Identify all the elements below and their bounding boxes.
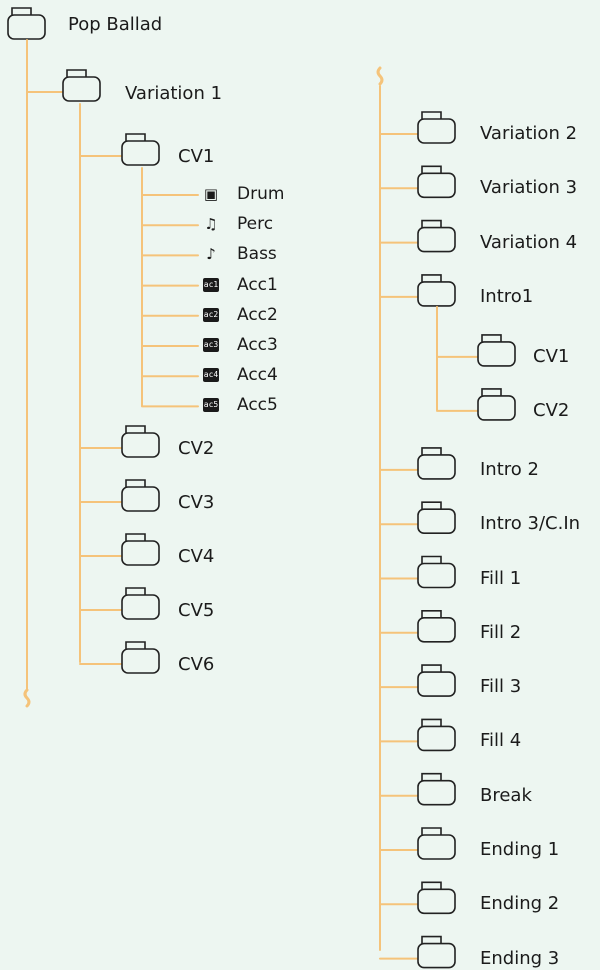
right-item-folder-icon xyxy=(417,718,456,752)
right-item-label: Fill 1 xyxy=(480,567,522,589)
right-item-folder-icon xyxy=(417,772,456,806)
cv5-label: CV5 xyxy=(178,600,215,621)
right-item-label: Intro 2 xyxy=(480,458,539,480)
right-item-label: Variation 3 xyxy=(480,177,578,199)
acc5-icon: ac5 xyxy=(203,397,219,413)
track-label-bass: Bass xyxy=(237,244,277,265)
right-item-folder-icon xyxy=(417,274,456,307)
right-item-folder-icon xyxy=(417,827,456,860)
cv2-folder-icon xyxy=(121,425,160,458)
right-item-label: Intro 3/C.In xyxy=(480,513,581,535)
right-item-folder-icon xyxy=(417,111,456,144)
right-item-label: Fill 3 xyxy=(480,676,522,698)
root-label: Pop Ballad xyxy=(68,14,163,35)
right-item-folder-icon xyxy=(417,447,456,480)
intro1-cv2-label: CV2 xyxy=(533,399,570,421)
right-item-folder-icon xyxy=(417,555,456,589)
right-item-label: Break xyxy=(480,784,532,806)
right-item-label: Fill 4 xyxy=(480,730,522,752)
acc1-icon-badge: ac1 xyxy=(203,277,219,292)
right-item-folder-icon xyxy=(417,881,456,915)
right-item-label: Variation 4 xyxy=(480,231,578,253)
cv4-folder-icon xyxy=(121,533,160,566)
right-item-label: Ending 3 xyxy=(480,947,560,969)
right-item-label: Fill 2 xyxy=(480,621,522,643)
right-item-label: Variation 2 xyxy=(480,123,578,144)
track-label-acc5: Acc5 xyxy=(237,395,278,416)
right-item-folder-icon xyxy=(417,610,456,643)
acc3-icon-badge: ac3 xyxy=(203,338,219,352)
track-label-acc4: Acc4 xyxy=(237,365,278,386)
right-item-folder-icon xyxy=(417,664,456,697)
intro1-cv1-label: CV1 xyxy=(533,345,570,367)
root-folder-icon xyxy=(7,7,46,40)
percussion-icon: ♫ xyxy=(204,215,218,234)
cv3-folder-icon xyxy=(121,479,160,512)
cv1-label: CV1 xyxy=(178,146,215,167)
intro1-cv1-folder-icon xyxy=(477,334,516,367)
cv6-folder-icon xyxy=(121,641,160,674)
right-item-label: Intro1 xyxy=(480,285,534,307)
right-item-folder-icon xyxy=(417,165,456,199)
bass-icon: ♪ xyxy=(206,245,216,264)
cv4-label: CV4 xyxy=(178,546,215,567)
cv3-label: CV3 xyxy=(178,492,215,513)
track-label-acc3: Acc3 xyxy=(237,335,278,355)
track-label-perc: Perc xyxy=(237,214,274,235)
track-label-acc1: Acc1 xyxy=(237,274,278,295)
track-label-acc2: Acc2 xyxy=(237,304,278,325)
acc4-icon: ac4 xyxy=(203,367,219,383)
cv6-label: CV6 xyxy=(178,654,215,675)
right-item-label: Ending 1 xyxy=(480,839,560,860)
right-item-folder-icon xyxy=(417,501,456,535)
cv5-folder-icon xyxy=(121,587,160,620)
variation1-label: Variation 1 xyxy=(125,83,223,104)
track-label-drum: Drum xyxy=(237,184,285,204)
intro1-cv2-folder-icon xyxy=(477,388,516,421)
right-continuation-mark xyxy=(376,66,384,86)
root-continuation-mark xyxy=(23,688,31,708)
variation1-folder-icon xyxy=(62,69,101,102)
acc3-icon: ac3 xyxy=(203,337,219,353)
right-item-folder-icon xyxy=(417,935,456,969)
right-item-label: Ending 2 xyxy=(480,893,560,915)
acc2-icon: ac2 xyxy=(203,307,219,323)
acc2-icon-badge: ac2 xyxy=(203,307,219,322)
acc1-icon: ac1 xyxy=(203,277,219,293)
acc5-icon-badge: ac5 xyxy=(203,398,219,413)
cv2-label: CV2 xyxy=(178,438,215,459)
cv1-folder-icon xyxy=(121,133,160,166)
right-item-folder-icon xyxy=(417,219,456,253)
acc4-icon-badge: ac4 xyxy=(203,368,219,383)
drum-icon: ▣ xyxy=(203,185,219,203)
